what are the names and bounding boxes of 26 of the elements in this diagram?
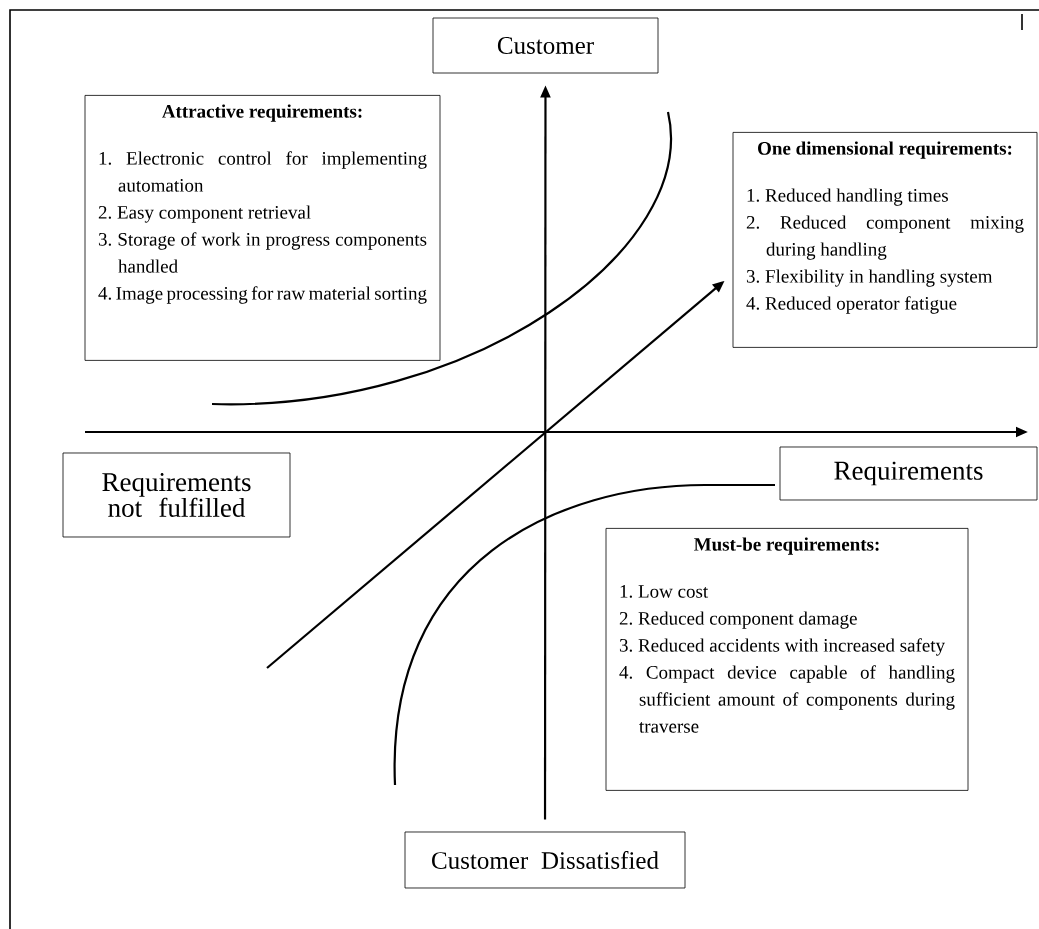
- label-box: [62, 452, 291, 538]
- list-item: 4. Reduced operator fatigue: [746, 296, 957, 314]
- list-item: 1. Reduced handling times: [747, 188, 948, 206]
- requirements-box: [732, 132, 1038, 348]
- list-item: 1. Low cost: [620, 585, 709, 598]
- box-label: Customer Dissatisfied: [432, 851, 659, 869]
- box-heading: Attractive requirements:: [162, 104, 362, 122]
- list-item: 2. Reduced component damage: [619, 611, 857, 629]
- label-box: [779, 446, 1038, 501]
- list-item: 4. Compact device capable of handling sufficient amount of components during traverse: [619, 665, 955, 733]
- label-box: [404, 831, 686, 889]
- list-item: 1. Electronic control for implementing automation: [99, 151, 427, 192]
- box-heading: One dimensional requirements:: [758, 141, 1012, 159]
- list-item: 4. Image processing for raw material sorting: [98, 286, 427, 304]
- label-box: [432, 17, 659, 74]
- list-item: 2. Reduced component mixing during handling: [746, 215, 1024, 260]
- requirements-box: [84, 95, 441, 361]
- requirements-box: [605, 528, 969, 791]
- box-label: Requirements not fulfilled: [102, 473, 251, 517]
- box-label: Customer: [497, 37, 594, 54]
- list-item: 3. Flexibility in handling system: [746, 269, 993, 287]
- list-item: 3. Reduced accidents with increased safety: [619, 638, 945, 656]
- box-label: Requirements: [834, 461, 983, 486]
- list-item: 2. Easy component retrieval: [98, 205, 311, 223]
- box-heading: Must-be requirements:: [694, 537, 879, 555]
- list-item: 3. Storage of work in progress components handled: [98, 232, 427, 273]
